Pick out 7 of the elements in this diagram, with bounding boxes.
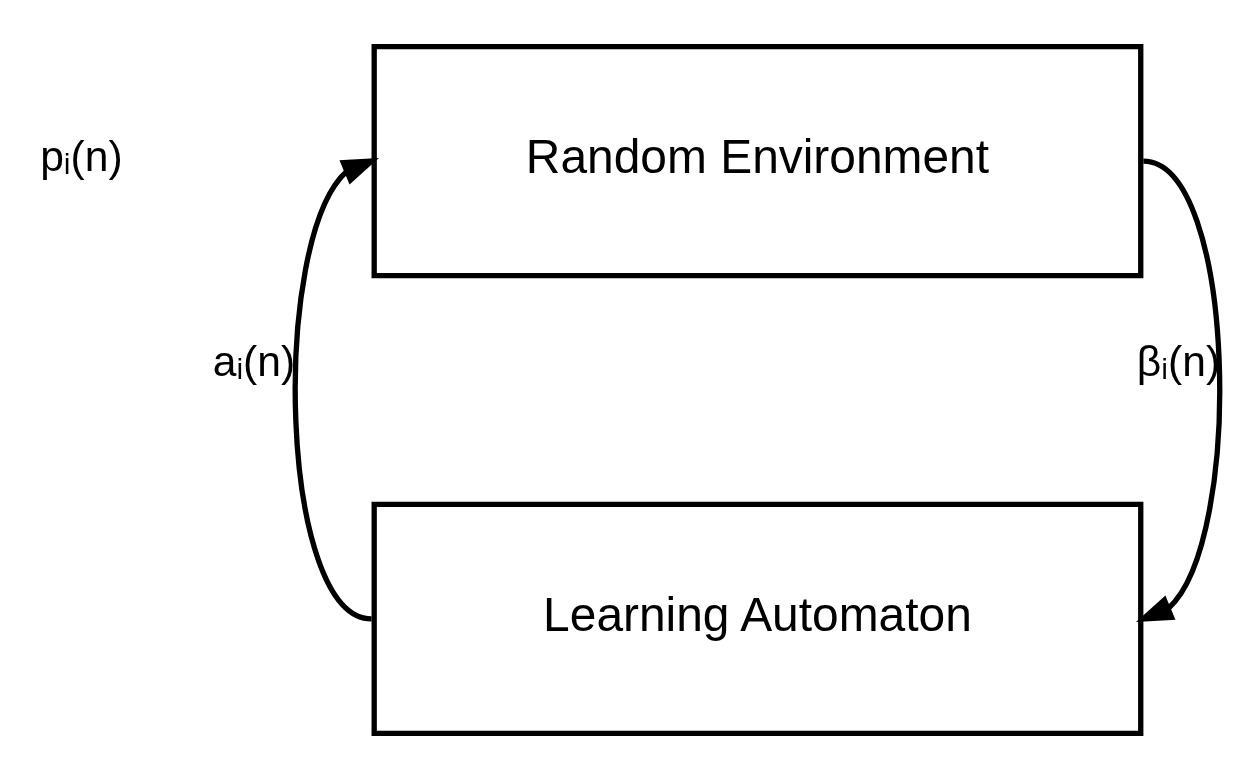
edge-label: aᵢ(n)	[212, 337, 296, 386]
edge-label: βᵢ(n)	[1136, 336, 1221, 385]
label: pᵢ(n)	[40, 132, 123, 181]
arrow	[292, 158, 379, 622]
node-box: Learning Automaton	[371, 501, 1144, 736]
arrow	[1135, 158, 1223, 622]
node-box: Random Environment	[371, 44, 1144, 279]
